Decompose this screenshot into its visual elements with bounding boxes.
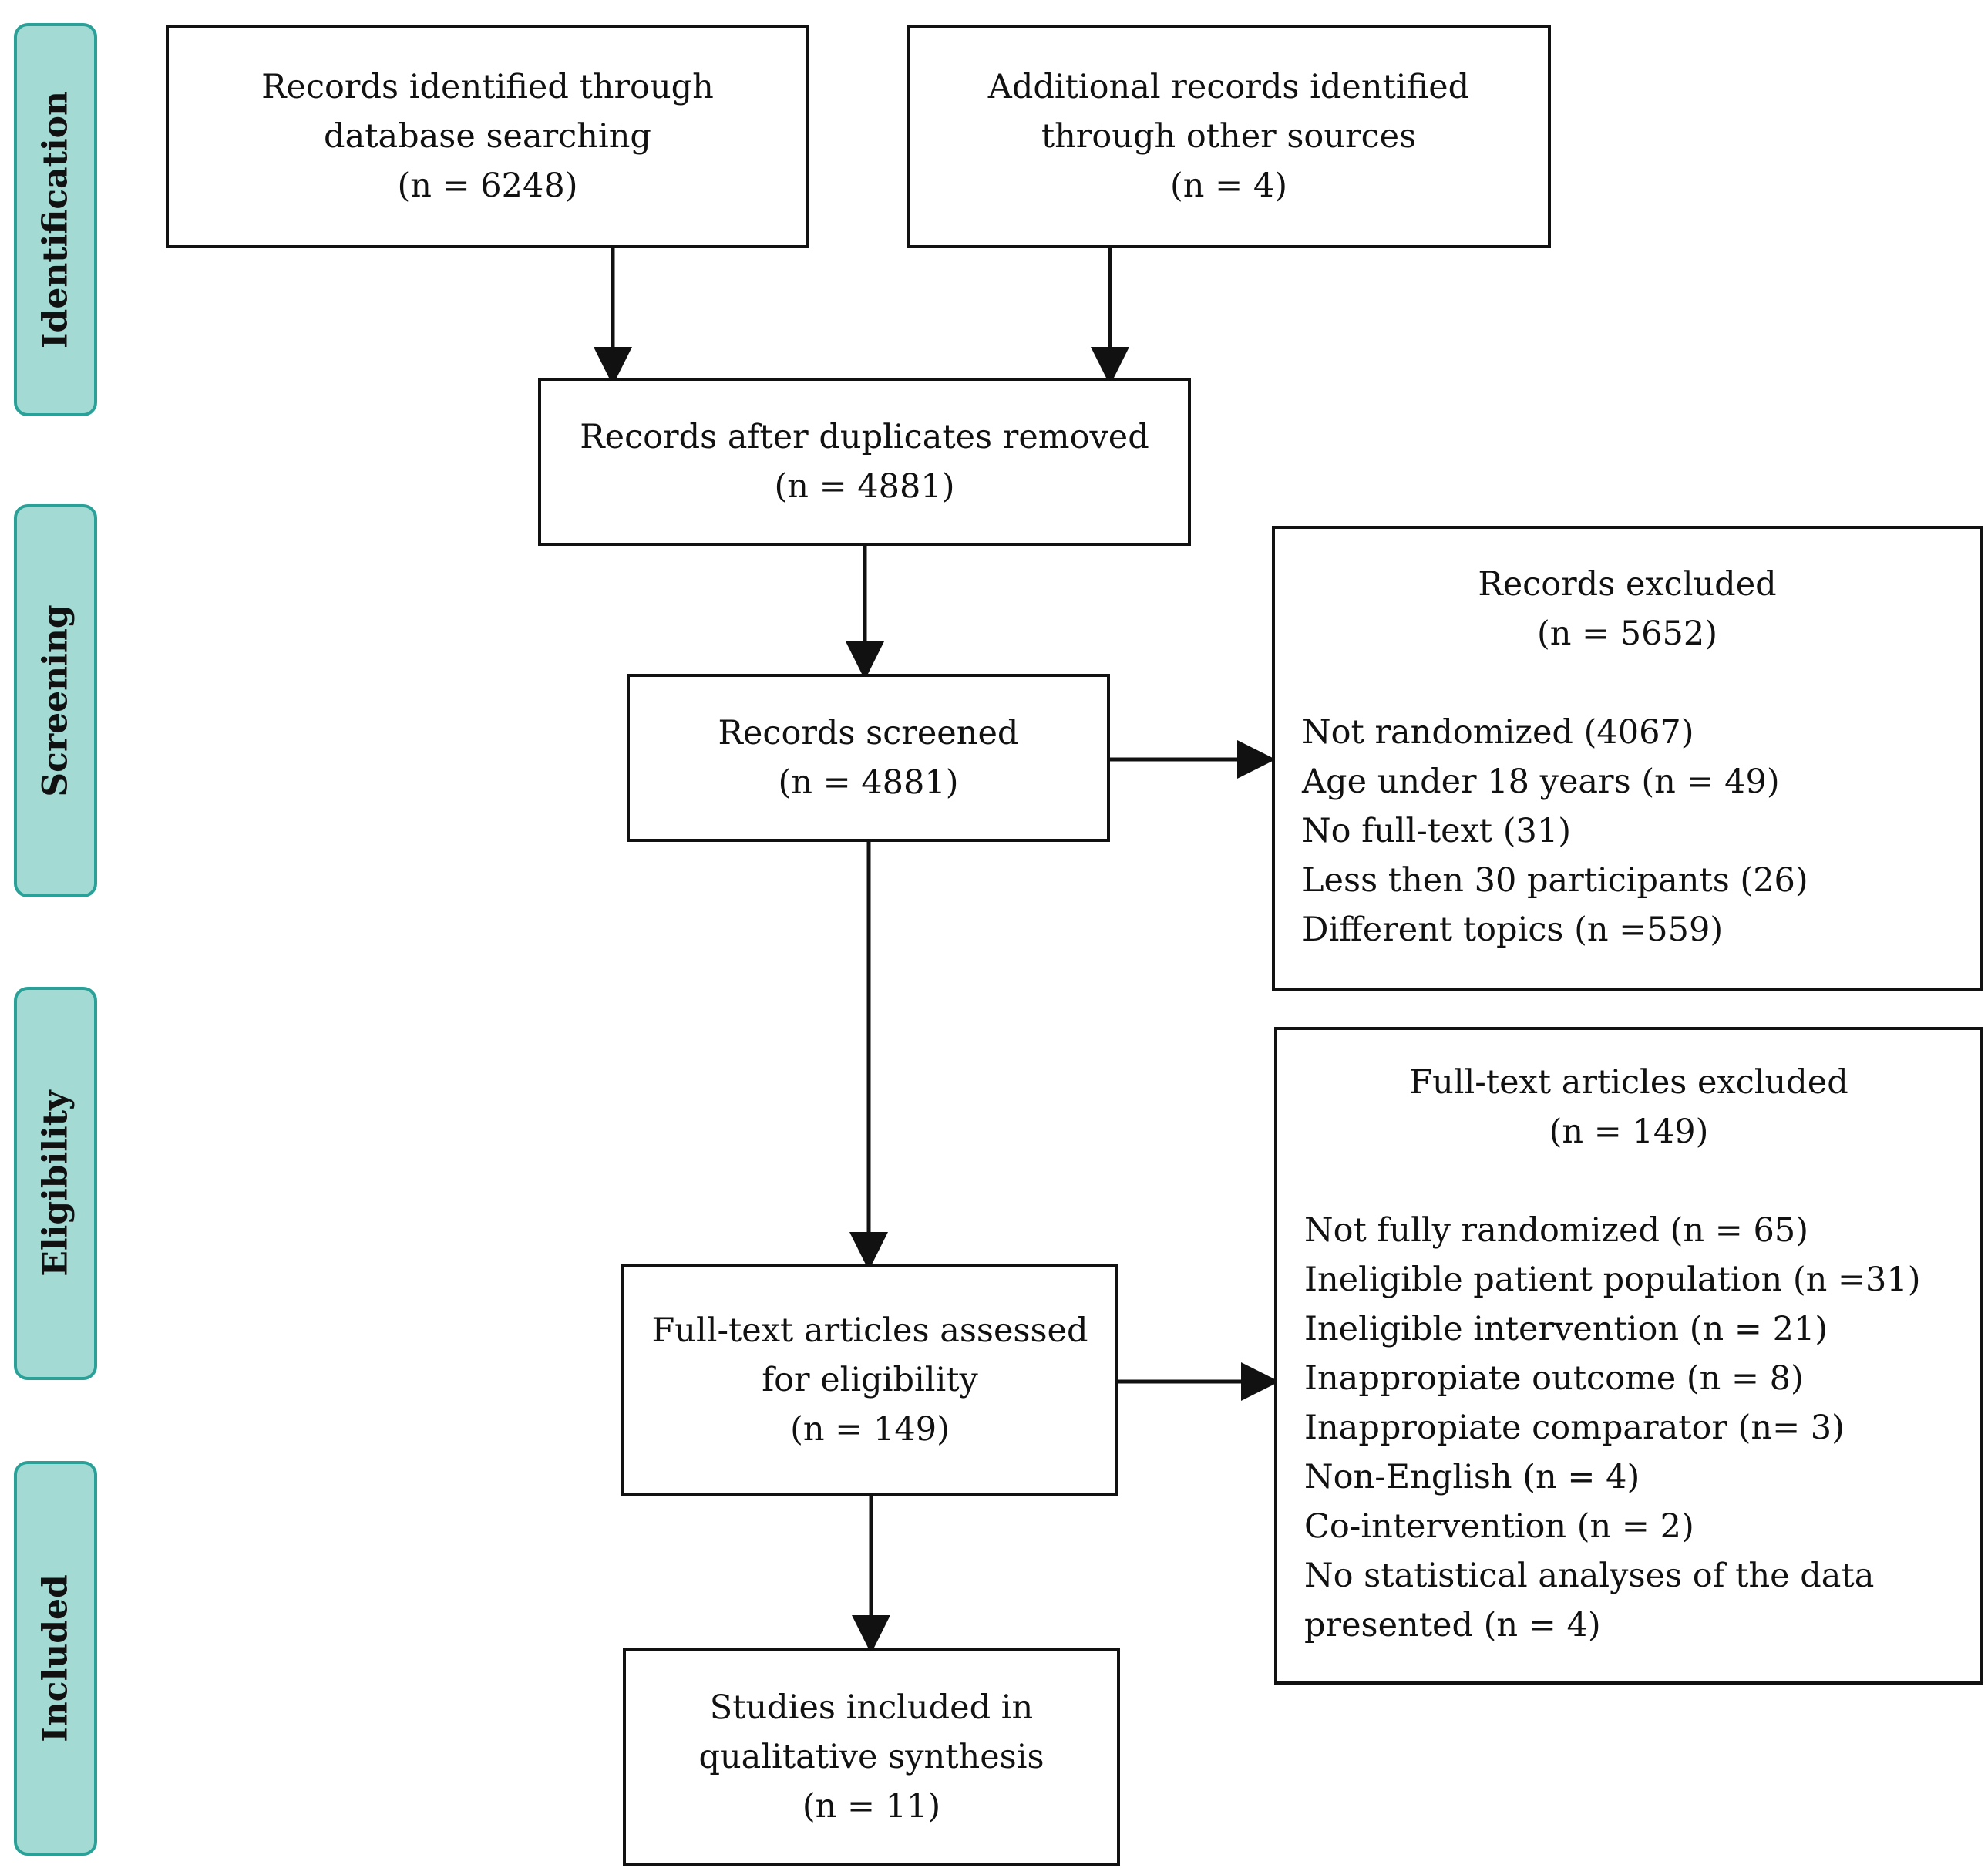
phase-eligibility: Eligibility <box>14 987 97 1380</box>
deduplicated-records-line-1: Records after duplicates removed <box>580 418 1149 456</box>
deduplicated-records-box: Records after duplicates removed (n = 48… <box>538 378 1191 546</box>
phase-screening: Screening <box>14 504 97 897</box>
included-studies-line-1: Studies included in <box>709 1688 1034 1727</box>
list-item: Ineligible intervention (n = 21) <box>1304 1310 1828 1348</box>
records-excluded-box: Records excluded (n = 5652) Not randomiz… <box>1272 526 1983 991</box>
database-records-count: (n = 6248) <box>397 167 578 205</box>
fulltext-excluded-title: Full-text articles excluded <box>1409 1063 1848 1102</box>
fulltext-assessed-line-1: Full-text articles assessed <box>651 1311 1088 1350</box>
fulltext-excluded-box: Full-text articles excluded (n = 149) No… <box>1274 1027 1983 1685</box>
fulltext-assessed-box: Full-text articles assessed for eligibil… <box>621 1264 1118 1496</box>
fulltext-excluded-count: (n = 149) <box>1549 1113 1709 1151</box>
list-item: Not randomized (4067) <box>1302 713 1694 752</box>
records-excluded-count: (n = 5652) <box>1536 614 1718 653</box>
included-studies-count: (n = 11) <box>802 1786 941 1826</box>
other-sources-line-1: Additional records identified <box>987 68 1470 106</box>
database-records-line-1: Records identified through <box>261 68 714 106</box>
list-item: Age under 18 years (n = 49) <box>1302 762 1780 801</box>
records-excluded-reasons: Not randomized (4067) Age under 18 years… <box>1302 708 1980 954</box>
records-excluded-header: Records excluded (n = 5652) <box>1275 560 1980 658</box>
records-excluded-title: Records excluded <box>1478 565 1777 604</box>
included-studies-line-2: qualitative synthesis <box>698 1737 1044 1776</box>
screened-records-box: Records screened (n = 4881) <box>627 674 1110 842</box>
phase-identification: Identification <box>14 23 97 416</box>
list-item: No statistical analyses of the data <box>1304 1557 1875 1595</box>
included-studies-box: Studies included in qualitative synthesi… <box>623 1648 1120 1866</box>
database-records-line-2: database searching <box>324 117 651 156</box>
list-item: Co-intervention (n = 2) <box>1304 1507 1694 1546</box>
database-records-box: Records identified through database sear… <box>166 25 809 248</box>
screened-records-line-1: Records screened <box>718 714 1019 752</box>
list-item: Less then 30 participants (26) <box>1302 861 1808 900</box>
list-item: presented (n = 4) <box>1304 1606 1601 1644</box>
other-sources-box: Additional records identified through ot… <box>907 25 1551 248</box>
deduplicated-records-count: (n = 4881) <box>774 467 955 506</box>
list-item: Non-English (n = 4) <box>1304 1458 1640 1496</box>
fulltext-assessed-line-2: for eligibility <box>762 1361 978 1399</box>
list-item: Different topics (n =559) <box>1302 911 1724 949</box>
fulltext-assessed-count: (n = 149) <box>790 1410 950 1449</box>
list-item: Not fully randomized (n = 65) <box>1304 1211 1808 1250</box>
screened-records-count: (n = 4881) <box>778 763 959 802</box>
phase-included: Included <box>14 1461 97 1856</box>
other-sources-line-2: through other sources <box>1041 117 1417 156</box>
list-item: Inappropiate comparator (n= 3) <box>1304 1409 1845 1447</box>
list-item: Inappropiate outcome (n = 8) <box>1304 1359 1804 1398</box>
fulltext-excluded-reasons: Not fully randomized (n = 65) Ineligible… <box>1304 1206 1980 1650</box>
list-item: No full-text (31) <box>1302 812 1572 850</box>
list-item: Ineligible patient population (n =31) <box>1304 1261 1921 1299</box>
fulltext-excluded-header: Full-text articles excluded (n = 149) <box>1277 1058 1980 1156</box>
other-sources-count: (n = 4) <box>1170 167 1287 205</box>
